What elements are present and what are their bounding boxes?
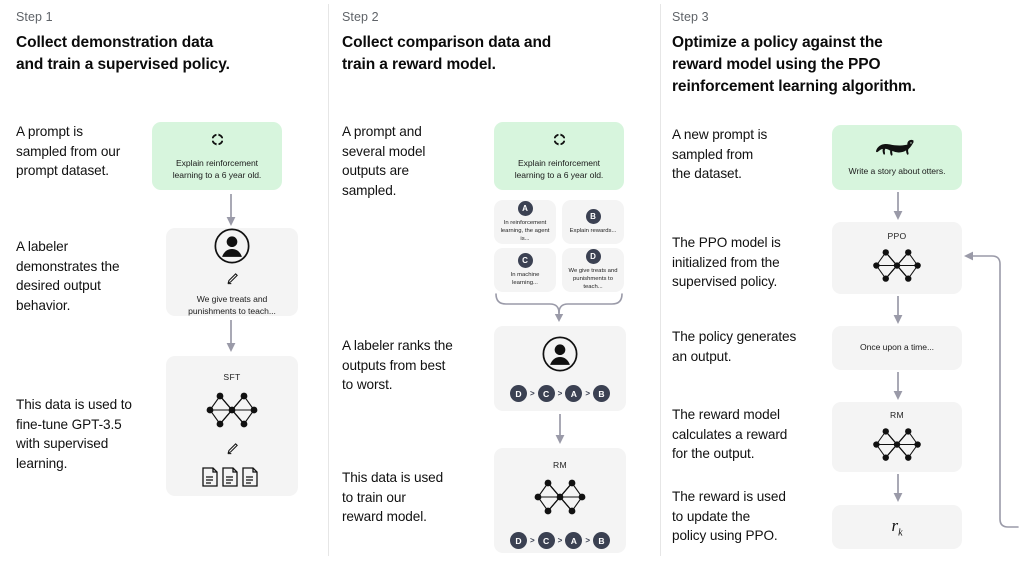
rank-gt: >	[557, 389, 563, 398]
step-3-prompt-caption: Write a story about otters.	[848, 165, 946, 176]
neural-network-icon	[867, 243, 927, 293]
badge-d: D	[585, 248, 601, 264]
step-3-rm-card[interactable]: RM	[832, 402, 962, 472]
arrow-down-1a	[224, 194, 238, 228]
step-1-labeler-caption: We give treats and punishments to teach.…	[188, 293, 276, 316]
rank-badge-1: D	[509, 385, 527, 402]
rank-gt: >	[529, 536, 535, 545]
step-2-text-2: A labeler ranks the outputs from best to…	[342, 338, 453, 393]
step-2-prompt-caption: Explain reinforcement learning to a 6 ye…	[514, 157, 604, 180]
step-1-text-2: A labeler demonstrates the desired outpu…	[16, 239, 120, 314]
step-2-output-c-caption: In machine learning...	[510, 271, 540, 286]
step-3-title: Optimize a policy against the reward mod…	[672, 34, 916, 95]
circular-arrows-icon	[209, 131, 226, 153]
pencil-icon	[225, 442, 239, 461]
step-1-prompt-card[interactable]: Explain reinforcement learning to a 6 ye…	[152, 122, 282, 190]
step-3-prompt-card[interactable]: Write a story about otters.	[832, 125, 962, 190]
step-2-rm-ranking: D > C > A > B	[509, 532, 610, 549]
circular-arrows-icon	[551, 131, 568, 153]
step-2-output-b[interactable]: B Explain rewards...	[562, 200, 624, 244]
rank-gt: >	[585, 536, 590, 545]
curly-brace-collector	[494, 293, 624, 323]
arrow-down-3c	[891, 372, 905, 402]
step-1-title: Collect demonstration data and train a s…	[16, 34, 230, 73]
pencil-icon	[225, 272, 239, 291]
step-1-text-3: This data is used to fine-tune GPT-3.5 w…	[16, 397, 132, 472]
rank-gt: >	[529, 389, 535, 398]
arrow-down-1b	[224, 320, 238, 354]
step-1-prompt-caption: Explain reinforcement learning to a 6 ye…	[172, 157, 262, 180]
step-1-sft-card[interactable]: SFT	[166, 356, 298, 496]
step-2-rm-title: RM	[553, 460, 567, 470]
step-3-output-card[interactable]: Once upon a time...	[832, 326, 962, 370]
rank-gt: >	[585, 389, 590, 398]
step-1-text-1: A prompt is sampled from our prompt data…	[16, 124, 121, 179]
reward-symbol-base: r	[891, 515, 899, 535]
person-circle-icon	[213, 227, 251, 270]
rank-badge-3: A	[565, 532, 583, 549]
neural-network-icon	[867, 422, 927, 472]
step-1-column: Step 1 Collect demonstration data and tr…	[0, 0, 330, 562]
step-3-output-caption: Once upon a time...	[859, 342, 935, 353]
step-2-text-1: A prompt and several model outputs are s…	[342, 124, 426, 199]
badge-a: A	[517, 200, 533, 216]
rank-badge-3: A	[565, 385, 583, 402]
reward-symbol-subscript: k	[898, 527, 903, 539]
step-2-labeler-ranking: D > C > A > B	[509, 385, 610, 402]
step-3-text-1: A new prompt is sampled from the dataset…	[672, 127, 768, 182]
step-1-labeler-card[interactable]: We give treats and punishments to teach.…	[166, 228, 298, 316]
step-2-output-b-caption: Explain rewards...	[569, 227, 617, 234]
neural-network-icon	[528, 473, 592, 526]
rank-badge-4: B	[593, 532, 610, 549]
rank-badge-2: C	[537, 532, 555, 549]
step-2-rm-card[interactable]: RM D > C	[494, 448, 626, 553]
badge-b: B	[585, 208, 601, 224]
step-2-prompt-card[interactable]: Explain reinforcement learning to a 6 ye…	[494, 122, 624, 190]
rank-badge-4: B	[593, 385, 610, 402]
step-3-text-5: The reward is used to update the policy …	[672, 489, 786, 544]
step-2-output-a-caption: In reinforcement learning, the agent is.…	[500, 219, 550, 243]
feedback-loop-arrow	[956, 240, 1022, 530]
column-divider-1	[328, 4, 329, 556]
badge-c: C	[517, 252, 533, 268]
step-2-title: Collect comparison data and train a rewa…	[342, 34, 552, 73]
rank-badge-2: C	[537, 385, 555, 402]
step-2-text-3: This data is used to train our reward mo…	[342, 470, 444, 525]
rank-gt: >	[557, 536, 563, 545]
arrow-down-2a	[553, 414, 567, 446]
step-2-output-c[interactable]: C In machine learning...	[494, 248, 556, 292]
column-divider-2	[660, 4, 661, 556]
step-3-reward-card[interactable]: rk	[832, 505, 962, 549]
step-2-output-d-caption: We give treats and punishments to teach.…	[568, 267, 618, 291]
step-3-column: Step 3 Optimize a policy against the rew…	[660, 0, 1024, 562]
step-3-text-3: The policy generates an output.	[672, 329, 797, 364]
document-icon	[201, 466, 263, 493]
person-circle-icon	[541, 335, 579, 378]
otter-icon	[875, 138, 919, 162]
reward-symbol: rk	[891, 516, 902, 538]
neural-network-icon	[200, 386, 264, 439]
arrow-down-3a	[891, 192, 905, 222]
step-3-text-2: The PPO model is initialized from the su…	[672, 235, 781, 290]
step-3-rm-title: RM	[890, 410, 904, 420]
step-3-text-4: The reward model calculates a reward for…	[672, 407, 788, 462]
arrow-down-3d	[891, 474, 905, 504]
arrow-down-3b	[891, 296, 905, 326]
step-3-ppo-card[interactable]: PPO	[832, 222, 962, 294]
rank-badge-1: D	[509, 532, 527, 549]
step-2-output-d[interactable]: D We give treats and punishments to teac…	[562, 248, 624, 292]
step-3-label: Step 3	[672, 10, 709, 24]
step-2-labeler-card[interactable]: D > C > A > B	[494, 326, 626, 411]
step-3-ppo-title: PPO	[887, 231, 907, 241]
step-1-label: Step 1	[16, 10, 53, 24]
step-2-output-a[interactable]: A In reinforcement learning, the agent i…	[494, 200, 556, 244]
step-2-label: Step 2	[342, 10, 379, 24]
step-2-column: Step 2 Collect comparison data and train…	[330, 0, 660, 562]
step-1-sft-title: SFT	[223, 372, 241, 382]
